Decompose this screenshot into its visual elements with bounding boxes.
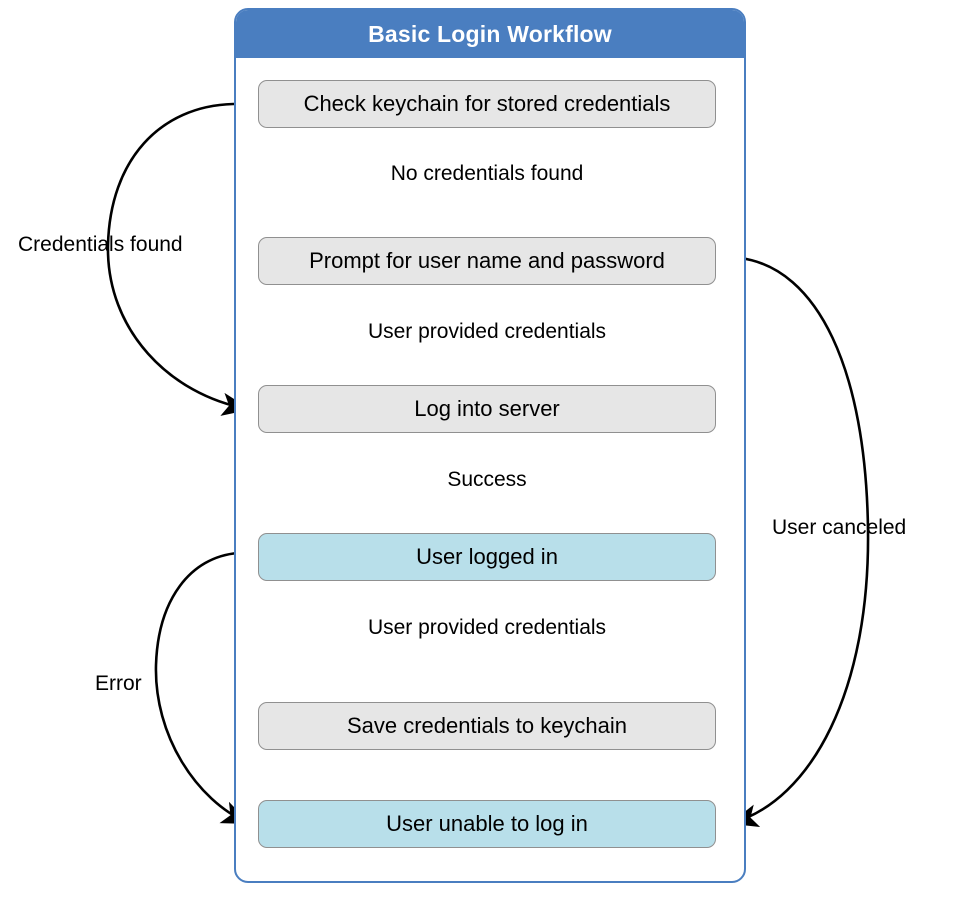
branch-label-error: Error: [95, 672, 142, 695]
edge-label-no-credentials-found: No credentials found: [390, 162, 584, 185]
branch-credentials-found: [106, 102, 260, 416]
node-prompt-user[interactable]: Prompt for user name and password: [258, 237, 716, 285]
node-log-into-server[interactable]: Log into server: [258, 385, 716, 433]
edge-label-user-provided-credentials-2: User provided credentials: [367, 616, 607, 639]
edge-label-user-provided-credentials-1: User provided credentials: [367, 320, 607, 343]
node-check-keychain[interactable]: Check keychain for stored credentials: [258, 80, 716, 128]
edge-label-success: Success: [447, 468, 527, 491]
node-user-logged-in[interactable]: User logged in: [258, 533, 716, 581]
node-save-credentials[interactable]: Save credentials to keychain: [258, 702, 716, 750]
branch-error: [154, 551, 260, 825]
branch-label-user-canceled: User canceled: [772, 516, 907, 539]
page-title: Basic Login Workflow: [236, 10, 744, 58]
branch-label-credentials-found: Credentials found: [18, 233, 183, 256]
branch-user-canceled: [714, 256, 870, 828]
node-user-unable-to-log-in[interactable]: User unable to log in: [258, 800, 716, 848]
workflow-panel: Basic Login Workflow: [234, 8, 746, 883]
